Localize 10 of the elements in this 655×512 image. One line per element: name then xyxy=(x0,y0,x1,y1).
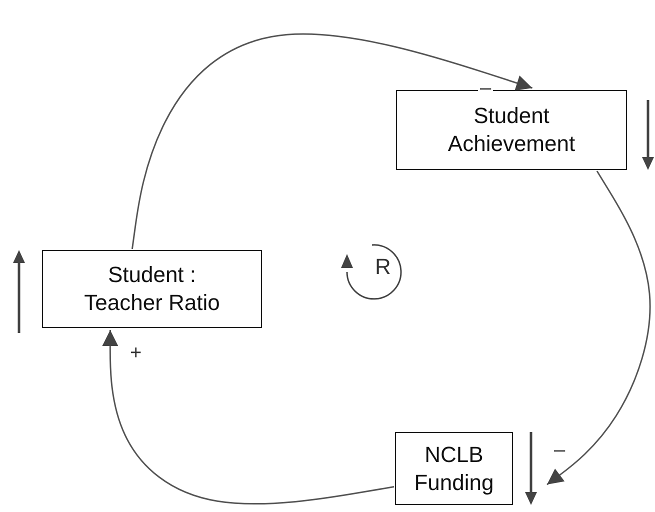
variable-label: Student : Teacher Ratio xyxy=(83,261,221,317)
arrow xyxy=(131,33,533,250)
arrow xyxy=(546,170,651,486)
variable-box xyxy=(396,90,627,170)
loop-type-label: R xyxy=(374,257,392,277)
arrow xyxy=(102,330,394,505)
variable-box xyxy=(395,432,513,505)
variable-label: Student Achievement xyxy=(446,102,576,158)
variable-box xyxy=(42,250,262,328)
variable-label: NCLB Funding xyxy=(413,440,495,496)
